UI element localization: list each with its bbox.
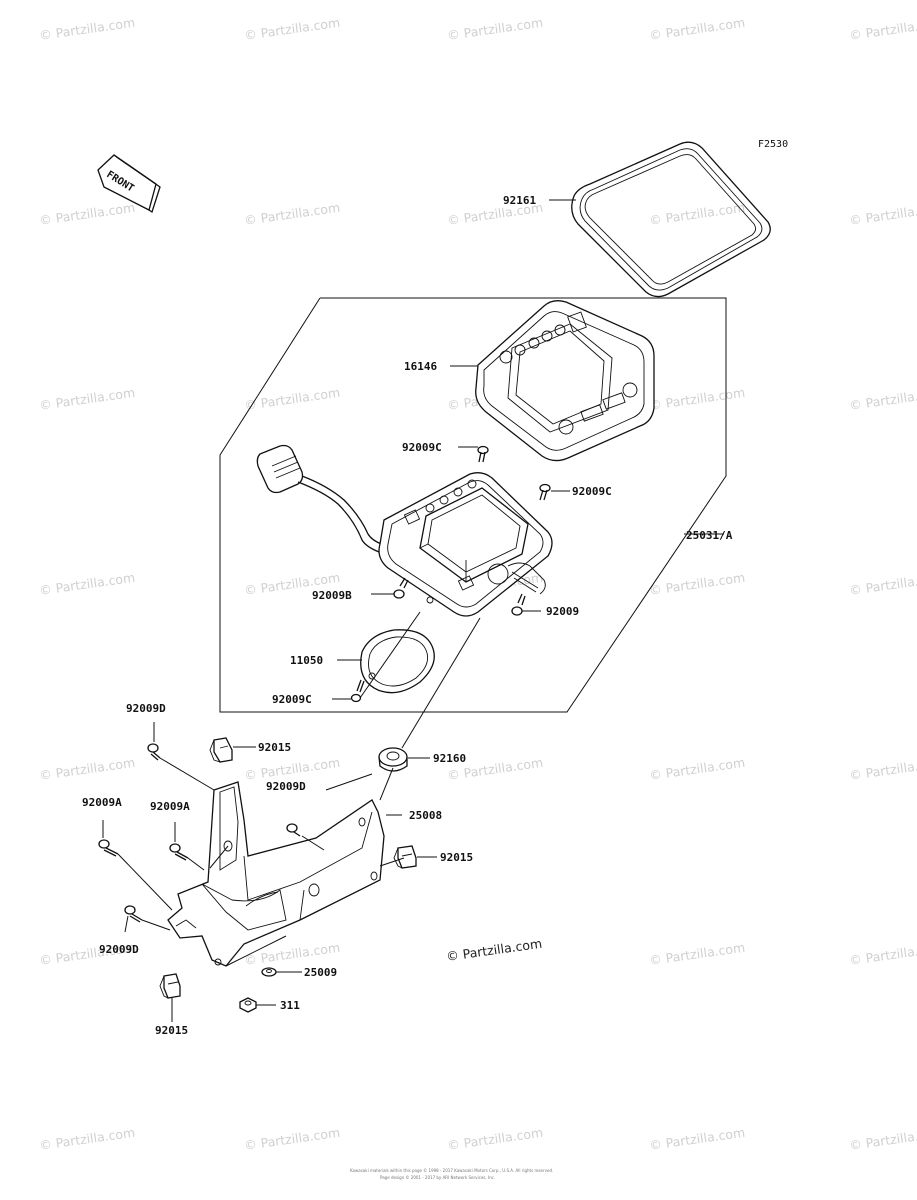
callout-92009d-bottom[interactable]: 92009D [99,943,139,956]
watermark: © Partzilla.com [648,570,746,598]
callout-92009b[interactable]: 92009B [312,589,352,602]
callout-92009d-mid[interactable]: 92009D [266,780,306,793]
callout-92015-right[interactable]: 92015 [440,851,473,864]
clip-92015-top [209,737,233,763]
meter-unit [256,444,553,617]
watermark: © Partzilla.com [848,940,917,968]
watermark: © Partzilla.com [243,200,341,228]
callout-92009d-top[interactable]: 92009D [126,702,166,715]
partzilla-credit: © Partzilla.com [445,936,543,964]
callout-92161[interactable]: 92161 [503,194,536,207]
screw-92009 [511,593,526,616]
callout-92160[interactable]: 92160 [433,752,466,765]
watermark: © Partzilla.com [446,15,544,43]
watermark: © Partzilla.com [648,15,746,43]
callout-311[interactable]: 311 [280,999,300,1012]
callout-92009a-mid[interactable]: 92009A [150,800,190,813]
bolt-92009a-left [98,839,119,857]
watermark: © Partzilla.com [648,200,746,228]
screw-92009c-top [477,445,489,463]
watermark: © Partzilla.com [243,1125,341,1153]
callout-92015-top[interactable]: 92015 [258,741,291,754]
watermark: © Partzilla.com [648,755,746,783]
copyright-line-1: Kawasaki materials within this page © 19… [350,1168,553,1173]
watermark: © Partzilla.com [848,200,917,228]
watermark: © Partzilla.com [848,1125,917,1153]
screw-92009b [393,577,409,599]
meter-cover-16146 [475,300,655,462]
callout-16146[interactable]: 16146 [404,360,437,373]
figure-id: F2530 [758,139,788,150]
watermark: © Partzilla.com [446,1125,544,1153]
bolt-92009d-top [147,743,161,761]
watermark: © Partzilla.com [848,755,917,783]
callout-25009[interactable]: 25009 [304,966,337,979]
watermark: © Partzilla.com [648,1125,746,1153]
watermark: © Partzilla.com [38,15,136,43]
callout-92009c-bottom[interactable]: 92009C [272,693,312,706]
watermark: © Partzilla.com [848,15,917,43]
watermark: © Partzilla.com [38,755,136,783]
copyright-line-2: Page design © 2001 - 2017 by ARI Network… [380,1175,495,1180]
bracket-25008 [167,781,385,967]
screw-92009c-bottom [350,679,365,703]
screw-92009c-right [539,483,551,501]
callout-92009c-right[interactable]: 92009C [572,485,612,498]
callout-92009[interactable]: 92009 [546,605,579,618]
watermark: © Partzilla.com [38,1125,136,1153]
watermark: © Partzilla.com [38,385,136,413]
bolt-92009d-mid [286,823,301,837]
callout-11050[interactable]: 11050 [290,654,323,667]
watermark: © Partzilla.com [243,15,341,43]
watermark: © Partzilla.com [38,200,136,228]
callout-25031a[interactable]: 25031/A [686,529,733,542]
watermark: © Partzilla.com [648,940,746,968]
callout-92015-bottom[interactable]: 92015 [155,1024,188,1037]
watermark: © Partzilla.com [38,570,136,598]
watermark: © Partzilla.com [243,940,341,968]
ring-11050 [360,629,435,694]
watermark: © Partzilla.com [648,385,746,413]
bolt-92009a-mid [169,843,189,861]
leader-lines [102,199,724,1022]
grommet-92160 [378,747,408,772]
callout-25008[interactable]: 25008 [409,809,442,822]
assembly-boundary [219,297,727,713]
callout-labels: 92161 16146 92009C 92009C 25031/A 92009B… [82,194,733,1037]
watermark: © Partzilla.com [848,570,917,598]
clip-92015-bottom [159,973,181,999]
bolt-92009d-bottom [124,905,143,923]
clip-92015-right [393,845,417,869]
callout-92009a-left[interactable]: 92009A [82,796,122,809]
washer-25009 [261,967,277,977]
lens-gasket-92161 [571,141,771,298]
callout-92009c-top[interactable]: 92009C [402,441,442,454]
watermark: © Partzilla.com [243,755,341,783]
watermark: © Partzilla.com [848,385,917,413]
front-arrow-icon: FRONT [97,154,161,214]
watermark: © Partzilla.com [243,385,341,413]
nut-311 [239,997,257,1013]
